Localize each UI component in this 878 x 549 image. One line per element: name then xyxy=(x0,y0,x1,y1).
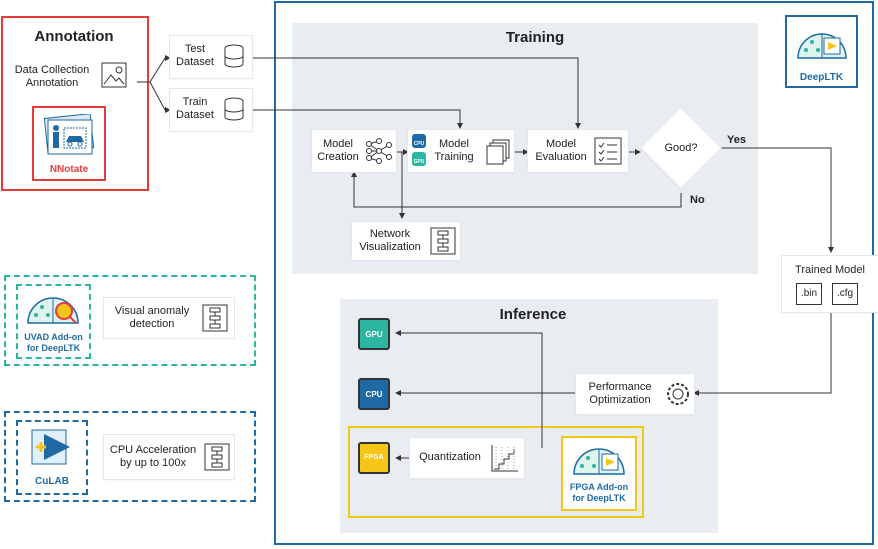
nnotate-logo-icon xyxy=(43,114,95,155)
flowchart-icon xyxy=(202,304,228,332)
fpga-chip-label: FPGA xyxy=(364,454,384,461)
cpu-acceleration-label: CPU Acceleration by up to 100x xyxy=(109,444,197,469)
culab-label: CuLAB xyxy=(35,476,69,487)
train-dataset-label: Train Dataset xyxy=(176,96,214,121)
training-title: Training xyxy=(505,29,565,46)
flowchart-icon xyxy=(204,443,230,471)
fpga-chip: FPGA xyxy=(358,442,390,474)
uvad-label: UVAD Add-on for DeepLTK xyxy=(24,332,83,353)
uvad-logo-icon xyxy=(27,297,79,324)
deepltk-label: DeepLTK xyxy=(799,72,844,83)
staircase-chart-icon xyxy=(491,445,518,472)
cfg-file-label: .cfg xyxy=(836,288,854,299)
fpga-addon-logo-icon xyxy=(573,448,625,475)
database-icon xyxy=(224,44,244,68)
quantization-label: Quantization xyxy=(419,451,481,463)
gpu-chip: GPU xyxy=(358,318,390,350)
model-creation-card: Model Creation xyxy=(312,130,396,172)
neural-network-icon xyxy=(366,138,392,164)
uvad-logo-frame xyxy=(16,284,91,359)
gpu-chip-icon: GPU xyxy=(412,152,426,166)
model-evaluation-label: Model Evaluation xyxy=(535,138,587,163)
checklist-icon xyxy=(594,137,622,165)
performance-optimization-label: Performance Optimization xyxy=(588,381,652,406)
model-evaluation-card: Model Evaluation xyxy=(528,130,628,172)
cfg-file-icon: .cfg xyxy=(832,283,858,305)
nnotate-label: NNotate xyxy=(49,164,89,175)
visual-anomaly-card: Visual anomaly detection xyxy=(104,298,234,338)
data-collection-label: Data Collection Annotation xyxy=(14,64,90,89)
cpu-acceleration-card: CPU Acceleration by up to 100x xyxy=(104,435,234,479)
culab-logo-icon xyxy=(31,429,70,465)
inference-panel xyxy=(340,299,718,533)
model-training-label: Model Training xyxy=(434,138,474,163)
test-dataset-label: Test Dataset xyxy=(176,43,214,68)
trained-model-card: Trained Model .bin .cfg xyxy=(782,256,878,312)
layers-icon xyxy=(486,139,510,165)
bin-file-icon: .bin xyxy=(796,283,822,305)
model-creation-label: Model Creation xyxy=(317,138,359,163)
network-visualization-card: Network Visualization xyxy=(352,222,460,260)
fpga-addon-label: FPGA Add-on for DeepLTK xyxy=(569,482,629,503)
annotation-title: Annotation xyxy=(34,28,114,45)
quantization-card: Quantization xyxy=(410,438,524,478)
trained-model-label: Trained Model xyxy=(795,264,865,276)
image-icon xyxy=(101,62,127,88)
decision-label: Good? xyxy=(664,142,698,154)
annotation-frame xyxy=(1,16,149,191)
cpu-chip-icon: CPU xyxy=(412,134,426,148)
yes-label: Yes xyxy=(727,134,746,146)
network-visualization-label: Network Visualization xyxy=(359,228,421,253)
bin-file-label: .bin xyxy=(800,288,818,299)
gear-icon xyxy=(667,383,689,405)
flowchart-icon xyxy=(430,227,456,255)
test-dataset-card: Test Dataset xyxy=(170,36,252,78)
culab-logo-frame xyxy=(16,420,88,495)
culab-frame xyxy=(4,411,256,502)
inference-title: Inference xyxy=(499,306,567,323)
data-collection-card: Data Collection Annotation xyxy=(6,56,134,96)
fpga-frame xyxy=(348,426,644,518)
train-dataset-card: Train Dataset xyxy=(170,89,252,131)
cpu-chip-label: CPU xyxy=(365,390,383,399)
performance-optimization-card: Performance Optimization xyxy=(576,374,694,414)
model-training-card: CPU GPU Model Training xyxy=(408,130,514,172)
visual-anomaly-label: Visual anomaly detection xyxy=(114,305,190,330)
deepltk-logo-icon xyxy=(797,33,847,59)
no-label: No xyxy=(690,194,705,206)
cpu-chip: CPU xyxy=(358,378,390,410)
database-icon xyxy=(224,97,244,121)
uvad-frame xyxy=(4,275,256,366)
gpu-chip-label: GPU xyxy=(365,330,383,339)
